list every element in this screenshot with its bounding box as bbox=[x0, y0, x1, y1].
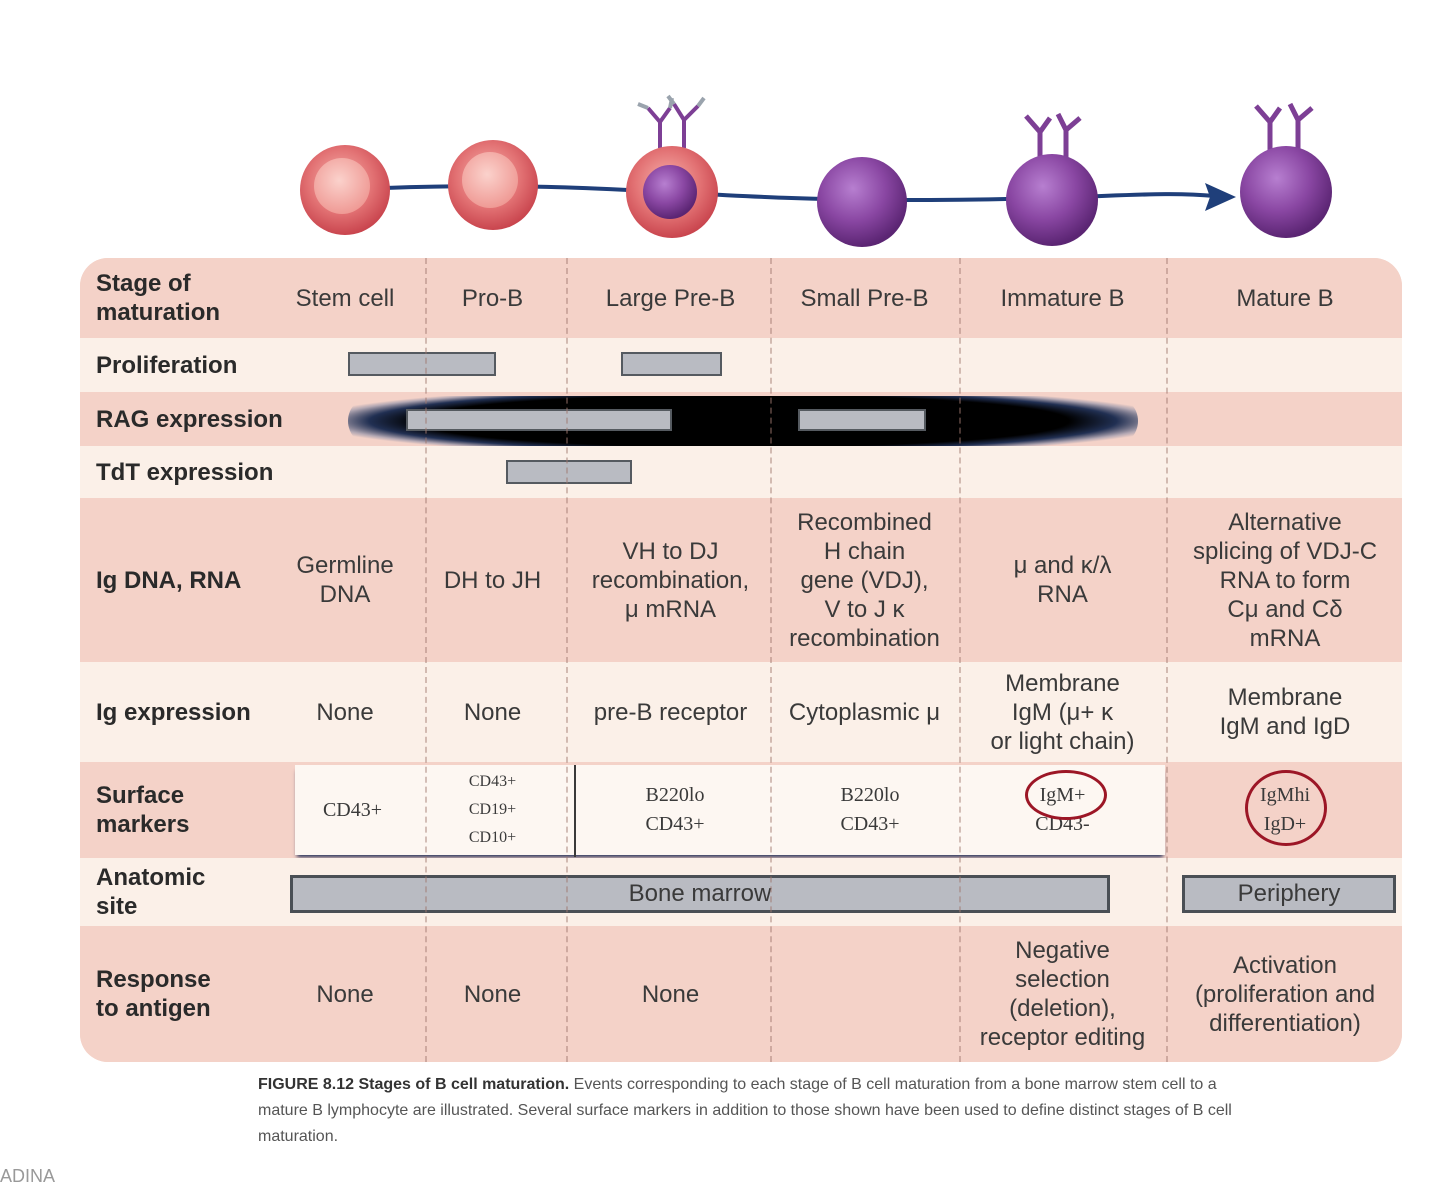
row-label-site: Anatomic site bbox=[96, 864, 206, 920]
corner-text: ADINA bbox=[0, 1166, 56, 1186]
row-anatomic-site: Anatomic site Bone marrow Periphery bbox=[80, 858, 1402, 926]
row-label-tdt: TdT expression bbox=[96, 458, 274, 486]
surface-pro-b: CD43+ CD19+ CD10+ bbox=[468, 773, 517, 846]
surface-immature-b-circle bbox=[1025, 770, 1107, 820]
site-periphery-bar: Periphery bbox=[1182, 875, 1396, 913]
caption-text: Events corresponding to each stage of B … bbox=[258, 1076, 1232, 1145]
stage-small-pre-b: Small Pre-B bbox=[800, 284, 929, 312]
stage-mature-b: Mature B bbox=[1236, 284, 1334, 312]
stage-immature-b: Immature B bbox=[1000, 284, 1125, 312]
igdna-small-pre-b: Recombined H chain gene (VDJ), V to J κ … bbox=[789, 508, 940, 652]
caption-label: FIGURE 8.12 bbox=[258, 1076, 355, 1093]
igdna-immature-b: μ and κ/λ RNA bbox=[1013, 552, 1112, 608]
row-label-proliferation: Proliferation bbox=[96, 351, 238, 379]
site-bone-marrow-bar: Bone marrow bbox=[290, 875, 1110, 913]
row-label-response: Response to antigen bbox=[96, 966, 211, 1022]
pro-b-cell-illustration bbox=[448, 140, 538, 230]
row-label-stage: Stage of maturation bbox=[96, 270, 221, 326]
row-ig-dna-rna: Ig DNA, RNA Germline DNA DH to JH VH to … bbox=[80, 498, 1402, 662]
column-divider bbox=[425, 258, 427, 1062]
row-label-rag: RAG expression bbox=[96, 405, 283, 433]
stage-stem-cell: Stem cell bbox=[295, 284, 395, 312]
stage-large-pre-b: Large Pre-B bbox=[605, 284, 736, 312]
response-mature-b: Activation (proliferation and differenti… bbox=[1194, 951, 1376, 1037]
surface-markers-panel bbox=[295, 765, 1165, 855]
igdna-stem-cell: Germline DNA bbox=[296, 552, 394, 608]
column-divider bbox=[770, 258, 772, 1062]
igdna-mature-b: Alternative splicing of VDJ-C RNA to for… bbox=[1192, 508, 1378, 652]
response-small-pre-b bbox=[772, 926, 957, 1062]
igexp-large-pre-b: pre-B receptor bbox=[593, 698, 748, 726]
maturation-cells-illustration bbox=[300, 94, 1332, 247]
row-response: Response to antigen None None None Negat… bbox=[80, 926, 1402, 1062]
row-label-ig-dna: Ig DNA, RNA bbox=[96, 566, 242, 594]
igexp-pro-b: None bbox=[463, 698, 522, 726]
stem-cell-illustration bbox=[300, 145, 390, 235]
igexp-stem-cell: None bbox=[316, 698, 374, 726]
igexp-small-pre-b: Cytoplasmic μ bbox=[788, 698, 941, 726]
row-ig-expression: Ig expression None None pre-B receptor C… bbox=[80, 662, 1402, 762]
rag-bar-small-pre-b bbox=[798, 409, 926, 431]
immature-b-cell-illustration bbox=[1006, 112, 1098, 246]
row-label-ig-expression: Ig expression bbox=[96, 698, 251, 726]
row-surface-markers: Surface markers CD43+ CD43+ CD19+ CD10+ … bbox=[80, 762, 1402, 858]
caption-title: Stages of B cell maturation. bbox=[358, 1076, 570, 1093]
column-divider bbox=[959, 258, 961, 1062]
column-divider bbox=[566, 258, 568, 1062]
surface-divider bbox=[574, 765, 576, 857]
row-stage: Stage of maturation Stem cell Pro-B Larg… bbox=[80, 258, 1402, 338]
mature-b-cell-illustration bbox=[1240, 102, 1332, 238]
response-large-pre-b: None bbox=[641, 980, 700, 1008]
stage-pro-b: Pro-B bbox=[461, 284, 524, 312]
response-immature-b: Negative selection (deletion), receptor … bbox=[979, 937, 1146, 1051]
large-pre-b-cell-illustration bbox=[626, 94, 718, 238]
maturation-table: Stage of maturation Stem cell Pro-B Larg… bbox=[80, 258, 1402, 1062]
row-rag-expression: RAG expression bbox=[80, 392, 1402, 446]
row-proliferation: Proliferation bbox=[80, 338, 1402, 392]
surface-mature-b-circle bbox=[1245, 770, 1327, 846]
figure-caption: FIGURE 8.12 Stages of B cell maturation.… bbox=[258, 1072, 1238, 1150]
column-divider bbox=[1166, 258, 1168, 1062]
tdt-bar-pro-b bbox=[506, 460, 632, 484]
response-pro-b: None bbox=[463, 980, 522, 1008]
surface-large-pre-b: B220lo CD43+ bbox=[645, 784, 705, 835]
igdna-large-pre-b: VH to DJ recombination, μ mRNA bbox=[591, 537, 750, 623]
response-stem-cell: None bbox=[316, 980, 374, 1008]
rag-bar-pro-to-large-pre-b bbox=[406, 409, 672, 431]
surface-stem-cell: CD43+ bbox=[322, 798, 383, 821]
proliferation-bar-large-pre-b bbox=[621, 352, 722, 376]
row-label-surface: Surface markers bbox=[96, 782, 190, 838]
surface-small-pre-b: B220lo CD43+ bbox=[840, 784, 900, 835]
maturation-arrow-head bbox=[1205, 183, 1236, 211]
igexp-immature-b: Membrane IgM (μ+ κ or light chain) bbox=[990, 669, 1135, 755]
small-pre-b-cell-illustration bbox=[817, 157, 907, 247]
igdna-pro-b: DH to JH bbox=[443, 566, 542, 594]
proliferation-bar-stem-pro-b bbox=[348, 352, 496, 376]
igexp-mature-b: Membrane IgM and IgD bbox=[1219, 684, 1351, 740]
row-tdt-expression: TdT expression bbox=[80, 446, 1402, 498]
